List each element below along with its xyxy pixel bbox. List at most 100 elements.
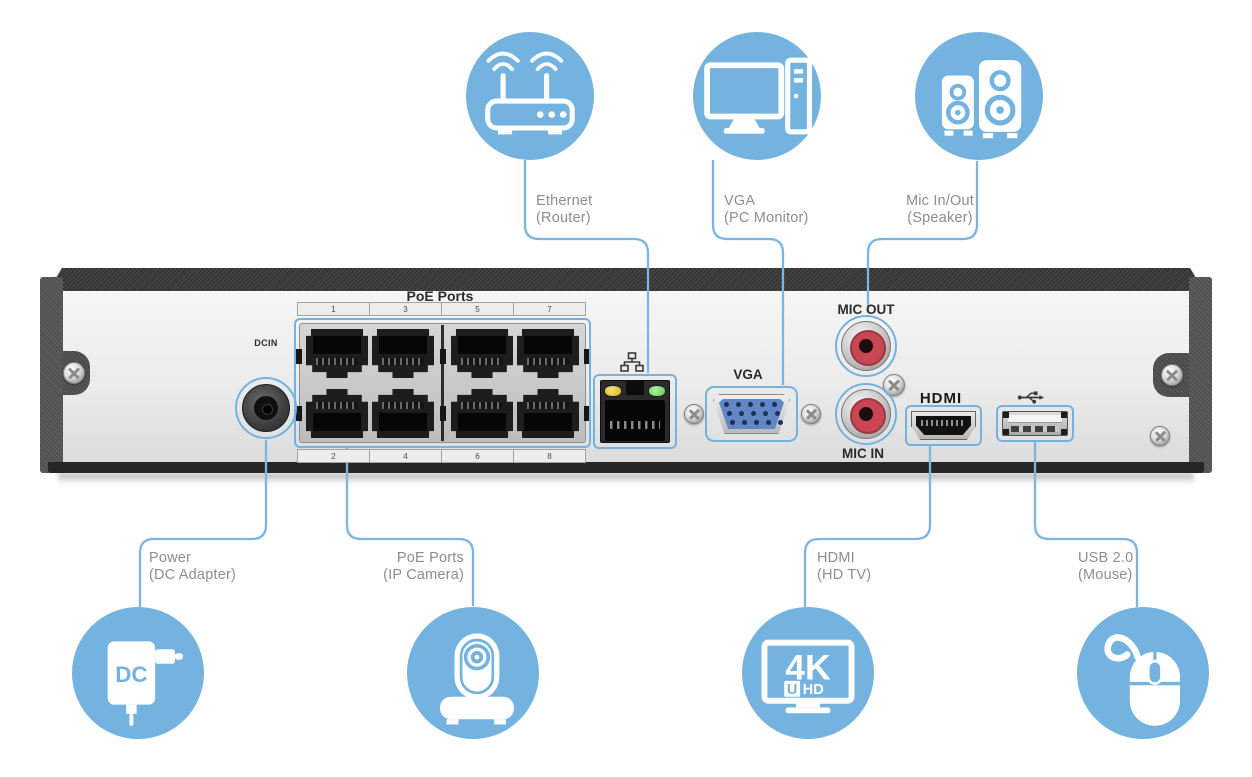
device-shadow (58, 473, 1194, 484)
usb-callout-label-line1: USB 2.0 (1078, 550, 1134, 566)
usb-clip (1003, 429, 1009, 435)
usb-clip (1061, 429, 1067, 435)
poe-number-6: 6 (475, 451, 480, 461)
power-bubble: DC (72, 607, 204, 739)
usb-trident-icon (1017, 391, 1045, 404)
ethernet-highlight-outline (593, 374, 677, 449)
mic-out-label: MIC OUT (837, 302, 895, 317)
poe-highlight-outline (294, 318, 591, 448)
hdmi-callout-label: HDMI (HD TV) (817, 550, 871, 583)
poe-number-3: 3 (403, 304, 408, 314)
vga-label: VGA (PC Monitor) (724, 193, 809, 226)
device-bottom-edge (48, 462, 1204, 473)
poe-callout-label-line1: PoE Ports (396, 550, 464, 566)
usb-clip (1003, 412, 1009, 418)
face-screw-icon (1150, 426, 1170, 446)
device-top-edge (48, 268, 1204, 291)
hdmi-logo: HDMI (919, 390, 963, 407)
ethernet-label: Ethernet (Router) (536, 193, 592, 226)
hdmi-callout-label-line2: (HD TV) (817, 566, 872, 583)
plate-tab (440, 406, 446, 421)
poe-port-7 (517, 329, 579, 378)
poe-port-6 (451, 389, 513, 438)
ethernet-port-tab (626, 381, 644, 395)
hdmi-highlight-outline (905, 405, 982, 446)
vga-screw-right-icon (801, 404, 821, 424)
poe-port-2 (306, 389, 368, 438)
dc-adapter-icon: DC (107, 641, 183, 726)
poe-callout-label: PoE Ports (IP Camera) (314, 550, 464, 583)
usb-highlight-outline (996, 405, 1074, 442)
usb-callout-label-line2: (Mouse) (1078, 566, 1133, 583)
poe-number-1: 1 (331, 304, 336, 314)
vga-label-line1: VGA (724, 193, 756, 209)
poe-port-5 (451, 329, 513, 378)
poe-number-cell: 5 (441, 303, 513, 315)
vga-callout-line (711, 160, 785, 385)
usb-callout-line (1033, 442, 1139, 607)
vga-highlight-outline (705, 386, 798, 442)
poe-port-3 (372, 329, 434, 378)
ethernet-label-line1: Ethernet (536, 193, 593, 209)
vga-pin-row (724, 402, 777, 407)
poe-number-2: 2 (331, 451, 336, 461)
power-label-line1: Power (149, 550, 192, 566)
usb-clip (1061, 412, 1067, 418)
mouse-bubble (1077, 607, 1209, 739)
ethernet-led-yellow (604, 385, 622, 397)
poe-numbers-bottom: 2 4 6 8 (297, 449, 586, 463)
vga-bubble (693, 32, 821, 160)
usb-callout-label: USB 2.0 (Mouse) (1078, 550, 1133, 583)
poe-number-cell: 2 (298, 450, 369, 462)
vga-label-line2: (PC Monitor) (724, 209, 809, 226)
poe-ports-title: PoE Ports (406, 288, 474, 304)
power-callout-line (138, 440, 268, 607)
power-label: Power (DC Adapter) (149, 550, 236, 583)
usb-port-contacts (1011, 426, 1059, 432)
poe-numbers-top: 1 3 5 7 (297, 302, 586, 316)
poe-port-4 (372, 389, 434, 438)
poe-number-cell: 6 (441, 450, 513, 462)
vga-port-label: VGA (733, 367, 763, 382)
4k-tv-icon: 4K U HD (761, 639, 855, 714)
router-icon (485, 51, 575, 135)
dc-icon-text: DC (115, 662, 147, 687)
tv-hd-text: HD (803, 682, 824, 698)
ethernet-led-green (648, 385, 666, 397)
ip-camera-bubble (407, 607, 539, 739)
tv-u-text: U (787, 682, 797, 698)
mic-screw-icon (883, 374, 905, 396)
mouse-icon (1104, 634, 1180, 726)
dcin-highlight-ring (235, 377, 297, 439)
monitor-pc-icon (704, 57, 813, 135)
poe-number-7: 7 (547, 304, 552, 314)
left-mount-bracket (40, 277, 63, 473)
poe-number-cell: 3 (369, 303, 441, 315)
plate-tab (296, 349, 302, 364)
vga-pin-row (730, 420, 783, 425)
poe-number-cell: 8 (513, 450, 585, 462)
mic-label-line1: Mic In/Out (905, 193, 975, 209)
poe-number-cell: 1 (298, 303, 369, 315)
vga-screw-left-icon (684, 404, 704, 424)
poe-number-8: 8 (547, 451, 552, 461)
vga-pin-row (727, 411, 780, 416)
ethernet-bubble (466, 32, 594, 160)
mic-in-highlight-ring (835, 383, 897, 445)
hdmi-callout-line (803, 446, 932, 607)
poe-number-cell: 4 (369, 450, 441, 462)
mic-out-highlight-ring (835, 315, 897, 377)
poe-plate-divider (441, 325, 444, 441)
ip-camera-icon (440, 633, 514, 725)
mic-label: Mic In/Out (Speaker) (865, 193, 1015, 226)
ethernet-callout-line (523, 160, 650, 373)
lan-network-icon (620, 352, 644, 372)
right-mount-bracket (1189, 277, 1212, 473)
poe-number-4: 4 (403, 451, 408, 461)
plate-tab (584, 349, 590, 364)
dcin-label: DCIN (254, 338, 278, 348)
speakers-icon (941, 60, 1022, 139)
mic-bubble (915, 32, 1043, 160)
